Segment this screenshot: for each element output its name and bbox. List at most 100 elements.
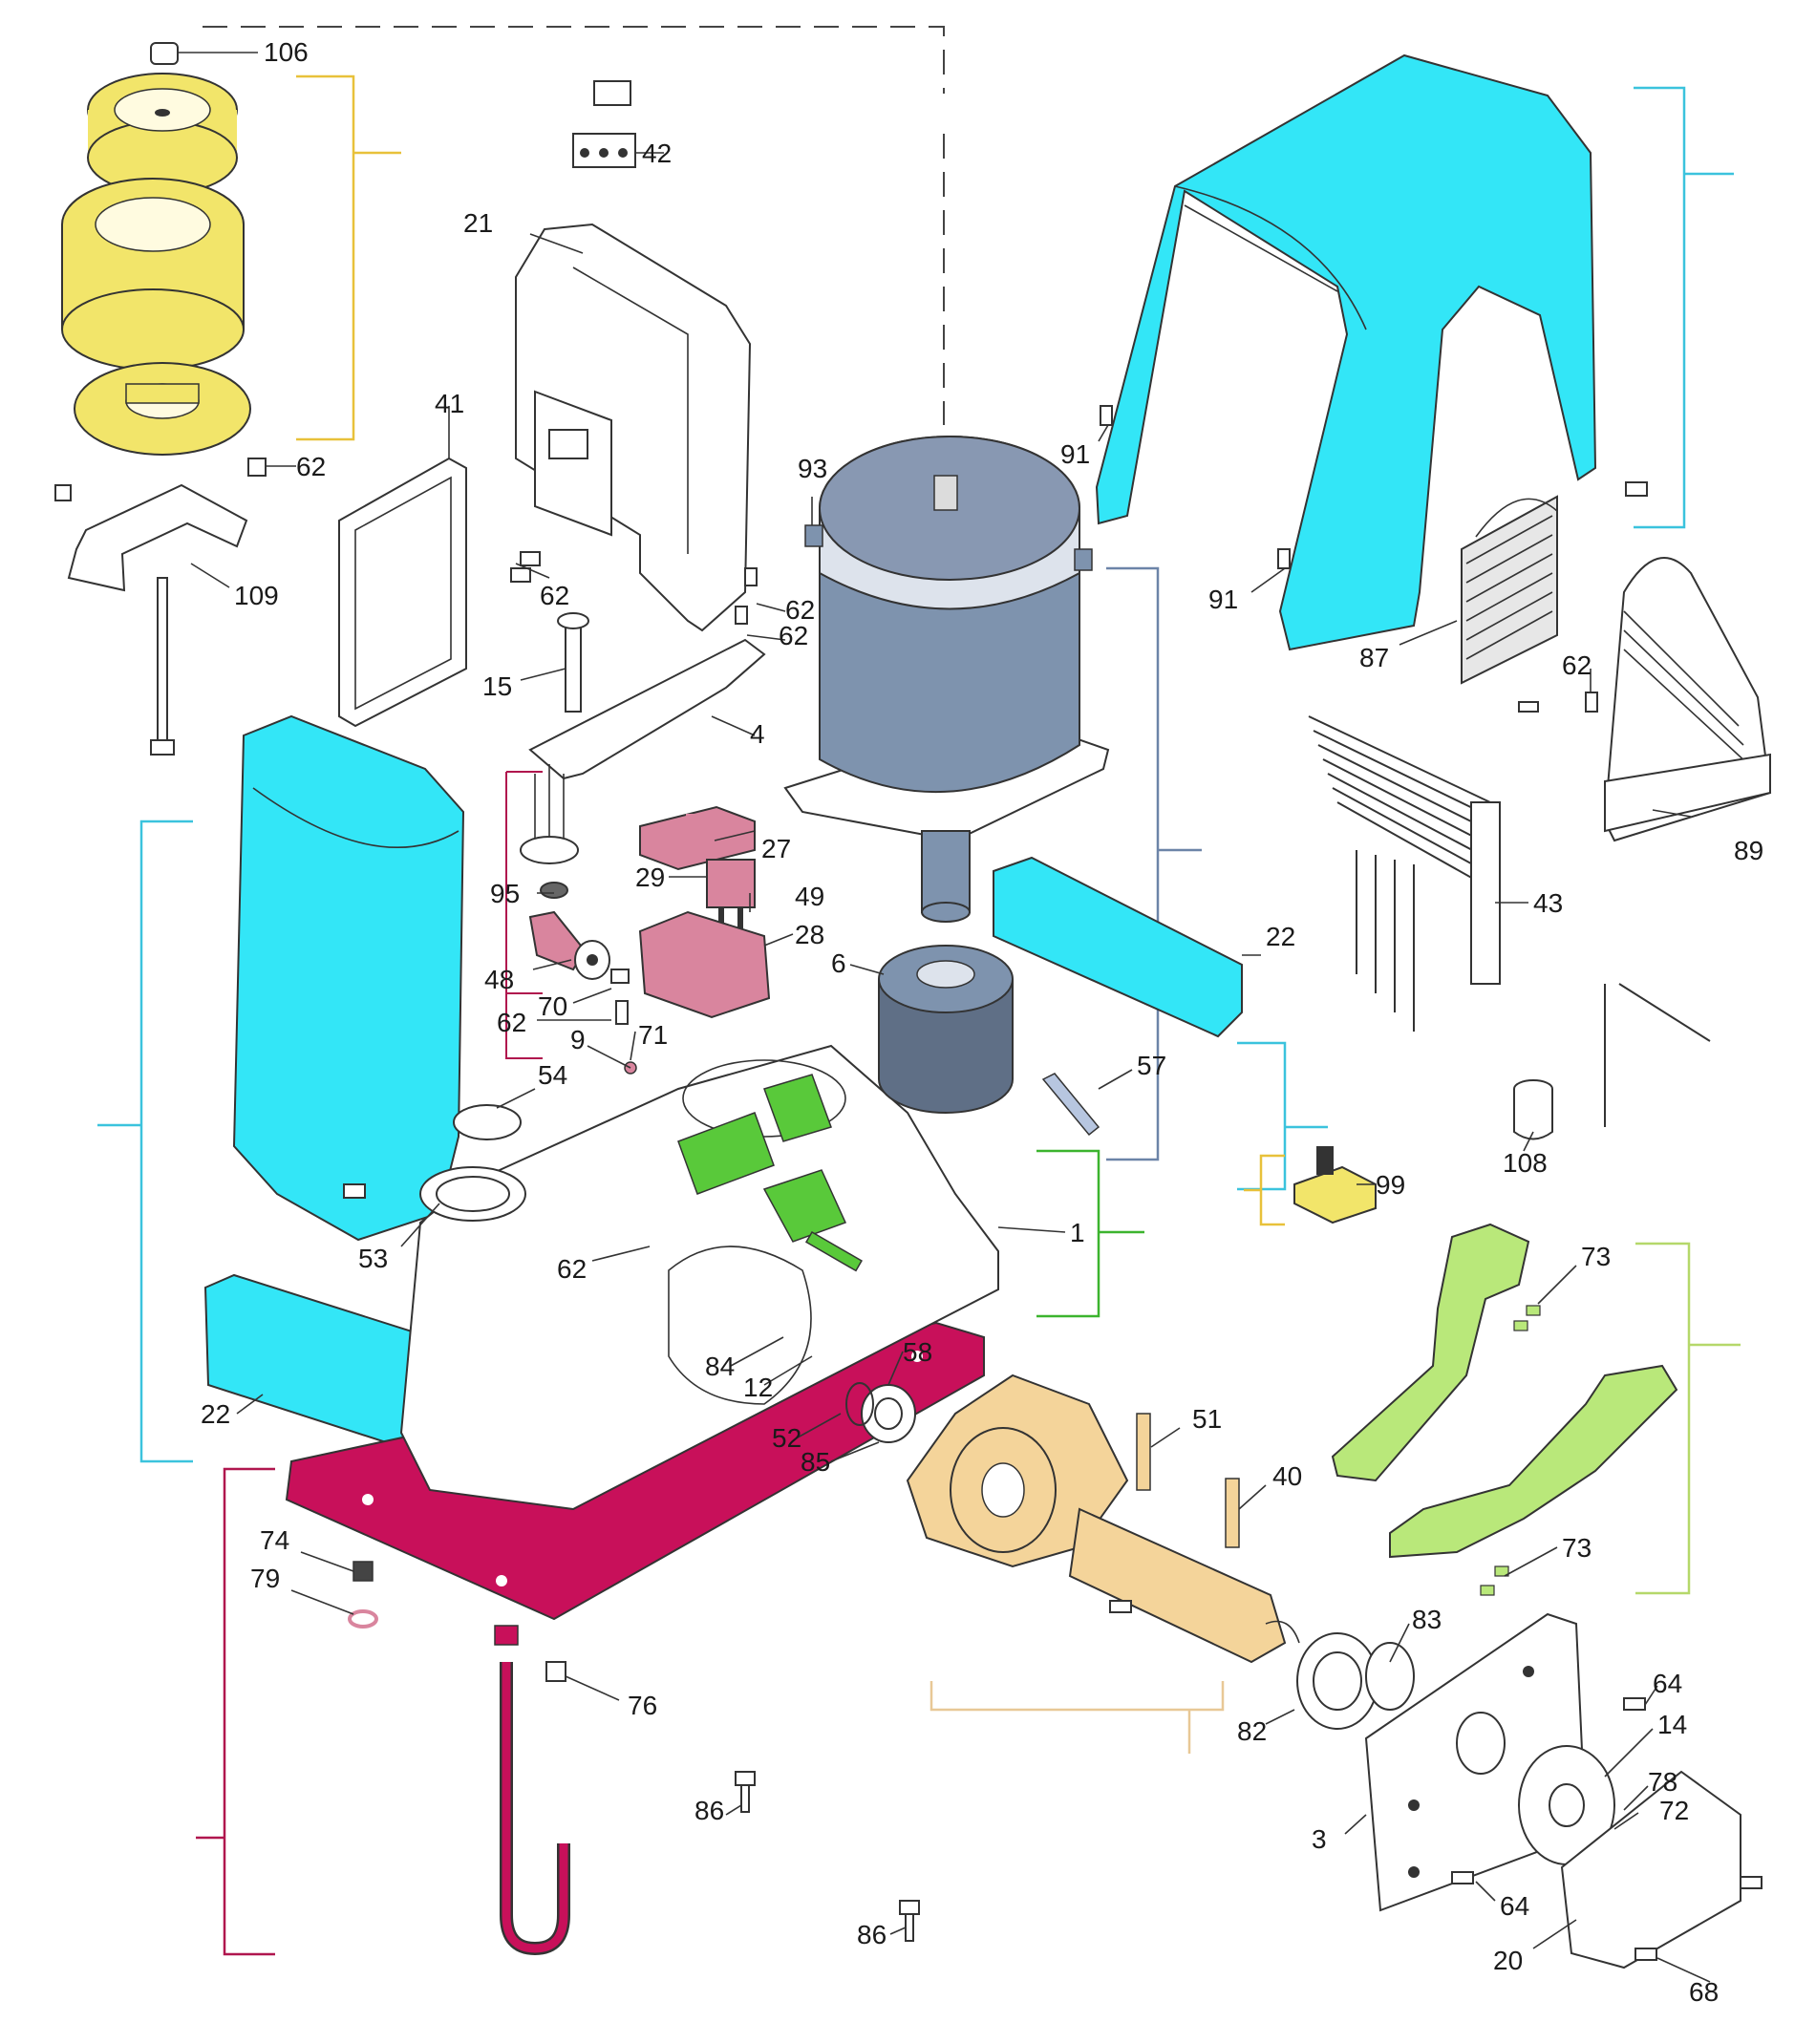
label-93: 93 bbox=[798, 454, 827, 483]
label-28: 28 bbox=[795, 920, 824, 949]
label-58: 58 bbox=[903, 1337, 932, 1367]
j-bolt bbox=[494, 1625, 570, 1956]
label-54: 54 bbox=[538, 1060, 567, 1090]
lime-arm-lower bbox=[1389, 1364, 1678, 1559]
label-41: 41 bbox=[435, 389, 464, 418]
end-cover-89 bbox=[1603, 557, 1772, 842]
label-73: 73 bbox=[1581, 1242, 1611, 1271]
label-1: 1 bbox=[1070, 1218, 1085, 1247]
yellow-pulley-stack bbox=[61, 42, 251, 456]
dash-line bbox=[203, 26, 945, 425]
label-86: 86 bbox=[694, 1796, 724, 1825]
lime-arm-upper bbox=[1331, 1223, 1530, 1482]
pulley-6 bbox=[878, 945, 1014, 1114]
panel-41 bbox=[338, 457, 467, 728]
small-parts-95-48-70 bbox=[528, 882, 637, 1075]
label-4: 4 bbox=[750, 719, 765, 749]
label-9: 9 bbox=[570, 1025, 586, 1054]
label-68: 68 bbox=[1689, 1977, 1719, 2007]
green-base-bracket bbox=[1036, 1149, 1144, 1318]
label-15: 15 bbox=[482, 671, 512, 701]
long-bolt bbox=[157, 577, 168, 741]
cap-20 bbox=[1560, 1770, 1741, 1969]
motor-bracket bbox=[1106, 566, 1202, 1161]
label-83: 83 bbox=[1412, 1605, 1442, 1634]
label-62: 62 bbox=[1562, 650, 1592, 680]
red-bracket-component bbox=[505, 771, 543, 1059]
lever-4 bbox=[520, 612, 766, 864]
cyan-top-cover bbox=[1095, 53, 1597, 651]
label-14: 14 bbox=[1657, 1710, 1687, 1739]
part-29 bbox=[706, 859, 756, 908]
label-74: 74 bbox=[260, 1525, 289, 1555]
label-20: 20 bbox=[1493, 1946, 1523, 1975]
label-42: 42 bbox=[642, 138, 672, 168]
label-86: 86 bbox=[857, 1920, 887, 1949]
peach-shaft-bracket bbox=[929, 1681, 1225, 1754]
pin-57 bbox=[1041, 1073, 1100, 1137]
label-40: 40 bbox=[1272, 1461, 1302, 1491]
label-79: 79 bbox=[250, 1564, 280, 1593]
bolt-15 bbox=[565, 625, 582, 713]
label-84: 84 bbox=[705, 1352, 735, 1381]
label-6: 6 bbox=[831, 948, 846, 978]
group-brackets bbox=[97, 26, 1741, 1956]
label-64: 64 bbox=[1500, 1891, 1529, 1921]
misc-fasteners bbox=[247, 405, 1763, 1961]
cyan-side-cover bbox=[232, 714, 465, 1242]
label-91: 91 bbox=[1208, 585, 1238, 614]
label-51: 51 bbox=[1192, 1404, 1222, 1434]
cyan-left-bracket bbox=[97, 820, 193, 1463]
label-62: 62 bbox=[785, 595, 815, 625]
label-62: 62 bbox=[557, 1254, 587, 1284]
label-27: 27 bbox=[761, 834, 791, 863]
label-43: 43 bbox=[1533, 888, 1563, 918]
cyan-pad-22-right bbox=[993, 856, 1243, 1038]
nut-106 bbox=[150, 42, 179, 65]
yellow-small-bracket bbox=[1244, 1154, 1285, 1226]
label-48: 48 bbox=[484, 965, 514, 994]
lime-arms-bracket bbox=[1635, 1242, 1741, 1595]
key-51 bbox=[1136, 1413, 1151, 1491]
label-82: 82 bbox=[1237, 1716, 1267, 1746]
leader-lines bbox=[178, 52, 1711, 1983]
label-108: 108 bbox=[1503, 1148, 1548, 1178]
pin-40 bbox=[1225, 1478, 1240, 1548]
label-109: 109 bbox=[234, 581, 279, 610]
label-62: 62 bbox=[296, 452, 326, 481]
part-labels: 106 42 21 41 62 109 62 62 62 15 4 93 91 … bbox=[201, 37, 1763, 2007]
label-95: 95 bbox=[490, 879, 520, 908]
label-73: 73 bbox=[1562, 1533, 1592, 1563]
label-52: 52 bbox=[772, 1423, 801, 1453]
label-76: 76 bbox=[628, 1691, 657, 1720]
gear-14 bbox=[1518, 1745, 1615, 1865]
label-71: 71 bbox=[638, 1020, 668, 1050]
label-106: 106 bbox=[264, 37, 309, 67]
label-62: 62 bbox=[540, 581, 569, 610]
label-12: 12 bbox=[743, 1373, 773, 1402]
mounting-bracket-109 bbox=[54, 483, 248, 756]
connector-42 bbox=[572, 80, 636, 168]
label-87: 87 bbox=[1359, 643, 1389, 672]
cyan-cover-bracket bbox=[1634, 86, 1734, 529]
label-22: 22 bbox=[201, 1399, 230, 1429]
label-21: 21 bbox=[463, 208, 493, 238]
wire-harness-43 bbox=[1308, 715, 1711, 1127]
label-70: 70 bbox=[538, 991, 567, 1021]
label-78: 78 bbox=[1648, 1767, 1677, 1797]
fan-grille-87 bbox=[1461, 495, 1558, 685]
label-62: 62 bbox=[497, 1008, 526, 1037]
gearbox-body-1 bbox=[399, 1044, 999, 1511]
drive-shaft-assembly bbox=[845, 1373, 1287, 1664]
label-22: 22 bbox=[1266, 922, 1295, 951]
part-27 bbox=[639, 805, 756, 871]
label-64: 64 bbox=[1653, 1669, 1682, 1698]
label-62: 62 bbox=[779, 621, 808, 650]
label-89: 89 bbox=[1734, 836, 1763, 865]
label-57: 57 bbox=[1137, 1051, 1166, 1080]
yellow-group-bracket bbox=[296, 75, 401, 441]
label-49: 49 bbox=[795, 882, 824, 911]
magenta-bracket bbox=[196, 1467, 275, 1956]
label-53: 53 bbox=[358, 1244, 388, 1273]
